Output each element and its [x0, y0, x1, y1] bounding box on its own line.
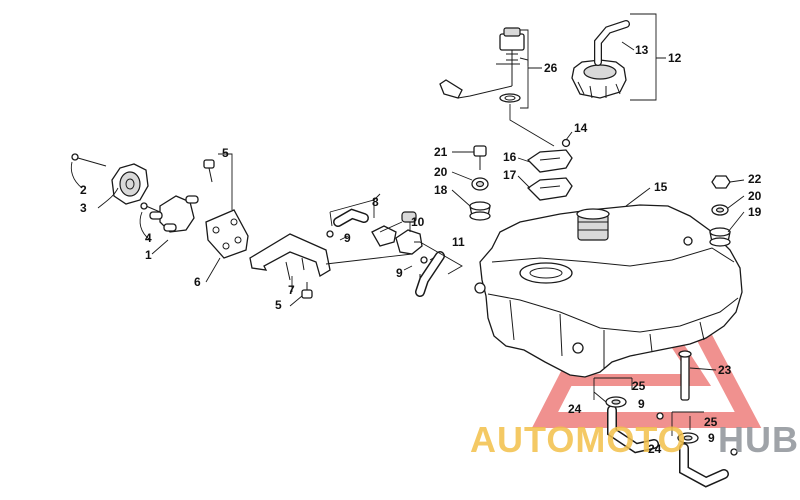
label-part-22: 22 [748, 172, 762, 186]
part-number-labels: 1 2 3 4 5 6 7 5 8 9 10 11 9 12 13 14 15 … [80, 43, 762, 456]
label-part-26: 26 [544, 61, 558, 75]
label-part-25a: 25 [632, 379, 646, 393]
label-part-5a: 5 [222, 146, 229, 160]
label-part-9d: 9 [708, 431, 715, 445]
label-part-21: 21 [434, 145, 448, 159]
label-part-2: 2 [80, 183, 87, 197]
label-part-6: 6 [194, 275, 201, 289]
label-part-24a: 24 [568, 402, 582, 416]
label-part-16: 16 [503, 150, 517, 164]
label-part-10: 10 [411, 215, 425, 229]
tank-strap-bolt [678, 350, 692, 401]
fuel-valve-assembly [71, 153, 199, 233]
tank-mounting-hardware-right [709, 175, 731, 247]
valve-mounting-plate [203, 159, 249, 259]
tank-mounting-hardware-left [469, 145, 491, 221]
label-part-3: 3 [80, 201, 87, 215]
cap-vent-hose [594, 20, 630, 66]
leader-lines [70, 13, 745, 436]
label-part-12: 12 [668, 51, 682, 65]
label-part-7: 7 [288, 283, 295, 297]
label-part-17: 17 [503, 168, 517, 182]
label-part-15: 15 [654, 180, 668, 194]
label-part-1: 1 [145, 248, 152, 262]
watermark-brand: AUTOMOTO HUB [470, 419, 799, 460]
fuel-filter-assembly [326, 208, 445, 297]
label-part-9a: 9 [344, 231, 351, 245]
label-part-8: 8 [372, 195, 379, 209]
lower-vent-hose-1 [605, 396, 664, 454]
label-part-18: 18 [434, 183, 448, 197]
label-part-5b: 5 [275, 298, 282, 312]
label-part-23: 23 [718, 363, 732, 377]
label-part-24b: 24 [648, 442, 662, 456]
label-part-13: 13 [635, 43, 649, 57]
label-part-25b: 25 [704, 415, 718, 429]
valve-bracket [249, 233, 331, 299]
label-part-20b: 20 [748, 189, 762, 203]
watermark-brand-left: AUTOMOTO [470, 419, 687, 460]
label-part-14: 14 [574, 121, 588, 135]
watermark-brand-right: HUB [718, 419, 799, 460]
label-part-9b: 9 [396, 266, 403, 280]
label-part-20a: 20 [434, 165, 448, 179]
lower-vent-hose-2 [677, 432, 738, 488]
fuel-tank [474, 204, 743, 378]
label-part-9c: 9 [638, 397, 645, 411]
fuel-level-sender [439, 27, 529, 103]
label-part-4: 4 [145, 231, 152, 245]
label-part-11: 11 [452, 235, 465, 249]
sender-gaskets [526, 138, 573, 201]
label-part-19: 19 [748, 205, 762, 219]
